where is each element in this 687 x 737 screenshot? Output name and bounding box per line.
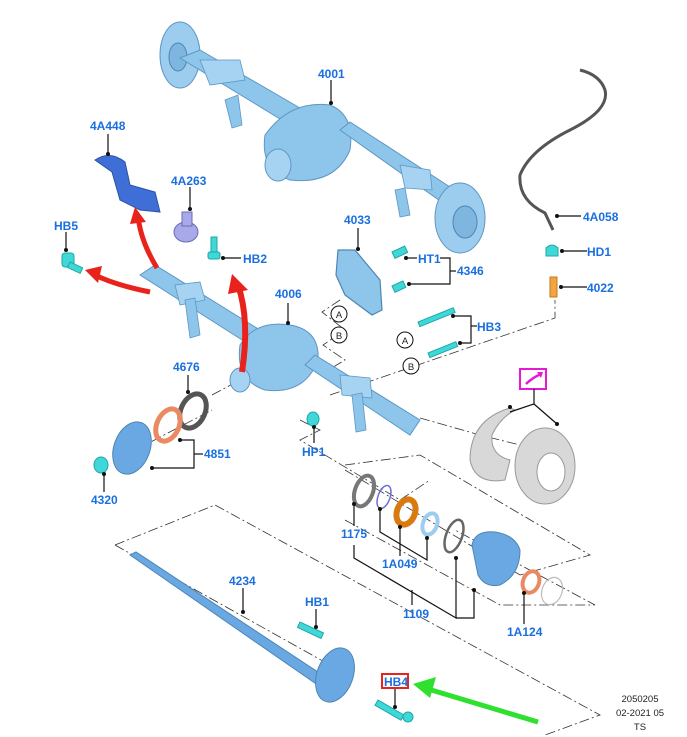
vent-fitting-4022[interactable] bbox=[549, 276, 558, 298]
label-HT1[interactable]: HT1 bbox=[418, 252, 441, 266]
label-4A263[interactable]: 4A263 bbox=[171, 174, 207, 188]
o-ring[interactable] bbox=[538, 574, 566, 607]
svg-text:A: A bbox=[402, 336, 409, 347]
bolt-HB4[interactable] bbox=[374, 699, 414, 723]
snap-ring-1A049[interactable] bbox=[374, 484, 393, 511]
brake-backing-plate[interactable] bbox=[469, 407, 517, 482]
label-4320[interactable]: 4320 bbox=[91, 493, 118, 507]
label-4346[interactable]: 4346 bbox=[457, 264, 484, 278]
cover-4033[interactable] bbox=[335, 249, 383, 316]
brake-disc[interactable] bbox=[514, 427, 576, 505]
svg-text:B: B bbox=[336, 331, 342, 342]
label-4676[interactable]: 4676 bbox=[173, 360, 200, 374]
pinion-flange[interactable] bbox=[106, 416, 158, 479]
plug-HP1[interactable] bbox=[306, 411, 320, 427]
label-4022[interactable]: 4022 bbox=[587, 281, 614, 295]
bolt-HB2[interactable] bbox=[207, 236, 221, 260]
drawing-code: TS bbox=[634, 722, 646, 733]
label-HB3[interactable]: HB3 bbox=[477, 320, 501, 334]
green-pointer-arrow bbox=[413, 677, 539, 725]
label-HD1[interactable]: HD1 bbox=[587, 245, 611, 259]
reference-marker-a-bolt: A bbox=[396, 331, 414, 349]
drawing-footer: 2050205 02-2021 05 TS bbox=[616, 694, 664, 733]
rear-axle-assembly-4001[interactable] bbox=[159, 21, 486, 254]
label-4001[interactable]: 4001 bbox=[318, 67, 345, 81]
label-4A448[interactable]: 4A448 bbox=[90, 119, 126, 133]
label-4851[interactable]: 4851 bbox=[204, 447, 231, 461]
label-HB4[interactable]: HB4 bbox=[384, 675, 408, 689]
clip-HD1[interactable] bbox=[545, 244, 559, 257]
stud-HB1[interactable] bbox=[296, 621, 325, 640]
magenta-reference-callout[interactable] bbox=[519, 368, 547, 390]
label-1109[interactable]: 1109 bbox=[403, 607, 429, 621]
svg-text:B: B bbox=[408, 362, 414, 373]
bolt-HB3-a[interactable] bbox=[417, 307, 456, 328]
label-4006[interactable]: 4006 bbox=[275, 287, 302, 301]
label-1A049[interactable]: 1A049 bbox=[382, 557, 418, 571]
bracket-4A448[interactable] bbox=[94, 155, 161, 213]
bearing-1109[interactable] bbox=[420, 511, 441, 537]
bolt-HB5[interactable] bbox=[61, 252, 84, 275]
bolt-HB3-b[interactable] bbox=[427, 341, 459, 359]
reference-marker-b-housing: B bbox=[330, 326, 348, 344]
seal-1175[interactable] bbox=[350, 473, 378, 509]
label-HB2[interactable]: HB2 bbox=[243, 252, 267, 266]
plug-HT1-upper[interactable] bbox=[391, 245, 409, 260]
tone-ring-1109[interactable] bbox=[441, 517, 468, 554]
label-4234[interactable]: 4234 bbox=[229, 574, 256, 588]
label-HB5[interactable]: HB5 bbox=[54, 219, 78, 233]
axle-shaft-4234[interactable] bbox=[129, 551, 361, 707]
label-HB1[interactable]: HB1 bbox=[305, 595, 329, 609]
leader-lines bbox=[64, 80, 587, 709]
highlighted-label-HB4[interactable]: HB4 bbox=[381, 673, 409, 689]
bearing-race-1A049[interactable] bbox=[393, 496, 419, 528]
label-1A124[interactable]: 1A124 bbox=[507, 625, 543, 639]
svg-text:A: A bbox=[336, 310, 343, 321]
label-HP1[interactable]: HP1 bbox=[302, 445, 326, 459]
reference-marker-a-housing: A bbox=[330, 305, 348, 323]
drawing-date: 02-2021 05 bbox=[616, 708, 664, 719]
plug-HT1-lower[interactable] bbox=[391, 280, 407, 294]
nut-4320[interactable] bbox=[93, 456, 109, 474]
axle-housing-4006[interactable] bbox=[139, 264, 421, 436]
red-direction-arrows bbox=[85, 207, 249, 373]
shim-4851[interactable] bbox=[151, 405, 185, 445]
seal-4676[interactable] bbox=[175, 390, 212, 433]
label-4A058[interactable]: 4A058 bbox=[583, 210, 619, 224]
bushing-4A263[interactable] bbox=[173, 211, 199, 243]
seal-1A124[interactable] bbox=[520, 569, 543, 595]
reference-marker-b-bolt: B bbox=[402, 357, 420, 375]
label-4033[interactable]: 4033 bbox=[344, 213, 371, 227]
vent-tube-4A058[interactable] bbox=[518, 68, 608, 231]
drawing-number: 2050205 bbox=[622, 694, 659, 705]
label-1175[interactable]: 1175 bbox=[341, 527, 367, 541]
wheel-hub[interactable] bbox=[471, 531, 521, 586]
